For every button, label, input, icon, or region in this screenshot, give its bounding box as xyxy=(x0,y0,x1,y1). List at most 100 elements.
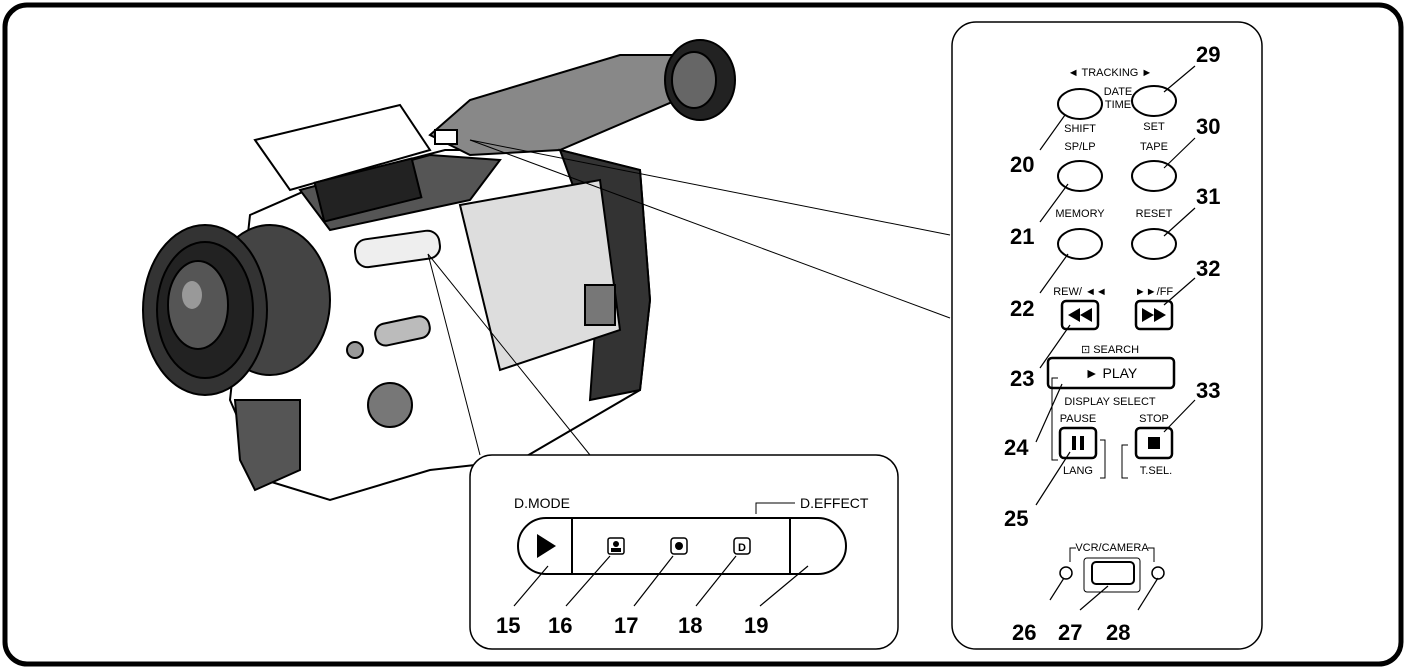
callout-line-24 xyxy=(1035,383,1063,443)
time-label: TIME xyxy=(1105,99,1131,111)
lang-bracket xyxy=(1100,439,1106,479)
callout-line-29 xyxy=(1163,65,1196,93)
display-bracket xyxy=(1051,377,1058,461)
digital-mode-icon-glyph: D xyxy=(738,542,746,554)
shift-button[interactable] xyxy=(1057,88,1103,120)
memory-button[interactable] xyxy=(1057,228,1103,260)
callout-line-19 xyxy=(759,565,809,607)
tsel-bracket xyxy=(1121,444,1128,479)
side-panel xyxy=(458,178,622,372)
leader-line-dmode-right xyxy=(427,253,481,456)
portrait-mode-icon-body xyxy=(611,548,621,552)
panel-callout-lines xyxy=(1035,65,1196,611)
shift-label: SHIFT xyxy=(1064,123,1096,135)
search-label: ⊡ SEARCH xyxy=(1081,344,1139,356)
callout-22: 22 xyxy=(1010,296,1034,321)
vcr-camera-label: VCR/CAMERA xyxy=(1075,542,1149,554)
callout-21: 21 xyxy=(1010,224,1034,249)
callout-27: 27 xyxy=(1058,620,1082,645)
pause-icon-bar-left xyxy=(1072,436,1076,450)
digital-mode-icon xyxy=(733,537,751,555)
callout-30: 30 xyxy=(1196,114,1220,139)
lens-highlight xyxy=(182,281,202,309)
callout-line-21 xyxy=(1039,183,1069,223)
sp-lp-label: SP/LP xyxy=(1064,141,1095,153)
pause-label: PAUSE xyxy=(1060,413,1096,425)
callout-line-15 xyxy=(513,565,549,607)
callout-line-18 xyxy=(695,555,737,607)
callout-25: 25 xyxy=(1004,506,1028,531)
d-effect-bracket xyxy=(755,502,795,514)
small-knob xyxy=(346,341,364,359)
leader-line-top xyxy=(469,139,951,236)
pause-icon-bar-right xyxy=(1080,436,1084,450)
rew-label: REW/ ◄◄ xyxy=(1053,286,1107,298)
vcr-lamp xyxy=(1151,566,1165,580)
d-mode-callout-lines xyxy=(513,555,809,607)
stop-icon xyxy=(1148,437,1160,449)
play-label: ► PLAY xyxy=(1085,365,1138,381)
callout-line-17 xyxy=(633,555,674,607)
leader-line-bottom xyxy=(469,139,951,319)
front-base xyxy=(233,399,301,492)
date-label: DATE xyxy=(1104,86,1133,98)
callout-29: 29 xyxy=(1196,42,1220,67)
lcd-flap xyxy=(253,103,432,192)
tape-button[interactable] xyxy=(1131,160,1177,192)
d-effect-button[interactable] xyxy=(789,517,847,575)
callout-15: 15 xyxy=(496,613,520,638)
callout-line-32 xyxy=(1163,277,1196,306)
callout-line-31 xyxy=(1163,207,1196,237)
callout-line-25 xyxy=(1035,451,1071,506)
sp-lp-button[interactable] xyxy=(1057,160,1103,192)
callout-16: 16 xyxy=(548,613,572,638)
display-select-label: DISPLAY SELECT xyxy=(1064,396,1156,408)
callout-33: 33 xyxy=(1196,378,1220,403)
ff-label: ►►/FF xyxy=(1135,286,1174,298)
spotlight-mode-icon-dot xyxy=(675,542,683,550)
callout-line-30 xyxy=(1163,137,1196,169)
play-arrow-icon xyxy=(537,534,556,558)
vcr-camera-switch[interactable] xyxy=(1091,561,1135,585)
callout-19: 19 xyxy=(744,613,768,638)
callout-line-23 xyxy=(1039,324,1071,369)
callout-line-33 xyxy=(1163,399,1196,433)
callout-28: 28 xyxy=(1106,620,1130,645)
pause-button[interactable] xyxy=(1058,426,1098,460)
reset-label: RESET xyxy=(1136,208,1173,220)
control-panel xyxy=(951,21,1263,650)
set-button[interactable] xyxy=(1131,85,1177,117)
rew-icon xyxy=(1068,308,1092,322)
slide-switch xyxy=(374,315,431,347)
tsel-label: T.SEL. xyxy=(1140,465,1172,477)
leader-lines xyxy=(427,139,951,456)
callout-line-27 xyxy=(1079,585,1109,611)
set-label: SET xyxy=(1143,121,1165,133)
callout-17: 17 xyxy=(614,613,638,638)
callout-26: 26 xyxy=(1012,620,1036,645)
callout-line-26 xyxy=(1049,577,1065,601)
callout-line-28 xyxy=(1137,577,1159,611)
camera-lamp xyxy=(1059,566,1073,580)
mode-dial xyxy=(367,382,413,428)
vcr-camera-bracket xyxy=(1069,547,1155,562)
callout-32: 32 xyxy=(1196,256,1220,281)
eyepiece xyxy=(671,51,717,109)
top-switch xyxy=(434,129,458,145)
callout-18: 18 xyxy=(678,613,702,638)
tracking-label: ◄ TRACKING ► xyxy=(1068,67,1153,79)
callout-23: 23 xyxy=(1010,366,1034,391)
callout-24: 24 xyxy=(1004,435,1029,460)
callout-31: 31 xyxy=(1196,184,1220,209)
play-button[interactable] xyxy=(1046,356,1176,390)
top-button-cluster xyxy=(313,157,423,223)
callout-line-16 xyxy=(565,555,611,607)
speaker-grille xyxy=(584,284,616,326)
d-mode-label: D.MODE xyxy=(514,495,570,511)
lang-label: LANG xyxy=(1063,465,1093,477)
reset-button[interactable] xyxy=(1131,228,1177,260)
callout-20: 20 xyxy=(1010,152,1034,177)
